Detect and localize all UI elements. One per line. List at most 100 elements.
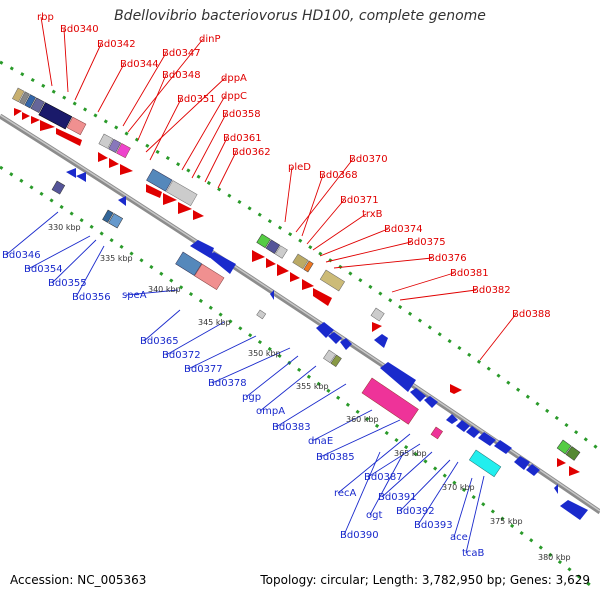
gene-arrow-rev (560, 500, 588, 520)
forward-gene-label-leader (284, 166, 293, 223)
forward-feature-group-5 (370, 307, 462, 394)
reverse-gene-label-leader (51, 239, 97, 284)
accession-label: Accession: NC_005363 (10, 573, 147, 587)
gene-arrow-rev (494, 440, 512, 454)
reverse-gene-label: Bd0365 (140, 336, 179, 347)
reverse-gene-label: Bd0346 (2, 250, 41, 261)
forward-gene-label: pleD (288, 162, 311, 173)
gene-arrow-fwd (120, 164, 133, 175)
gene-arrow-rev (424, 396, 438, 408)
reverse-gene-label-leader (5, 211, 59, 256)
gene-arrow-rev (514, 456, 530, 470)
kbp-scale-label: 350 kbp (248, 349, 281, 358)
forward-gene-label-leader (306, 199, 345, 245)
forward-gene-label-leader (149, 98, 182, 161)
forward-gene-label: Bd0358 (222, 109, 261, 120)
forward-gene-label-leader (333, 257, 433, 269)
reverse-gene-label-leader (143, 309, 181, 342)
gene-arrow-fwd (109, 158, 119, 168)
reverse-gene-label-leader (369, 451, 405, 516)
gene-arrow-fwd (372, 322, 382, 332)
gene-arrow-fwd (98, 152, 108, 162)
forward-gene-label-leader (63, 28, 69, 93)
gene-arrow-rev (328, 332, 342, 344)
gene-arrow-rev (270, 290, 274, 300)
gene-arrow-fwd (14, 108, 22, 116)
forward-gene-label: Bd0381 (450, 268, 489, 279)
gene-arrow-fwd (178, 202, 192, 214)
forward-gene-label-leader (295, 158, 354, 233)
gene-arrow-rev (446, 414, 458, 424)
kbp-scale-label: 335 kbp (100, 254, 133, 263)
forward-gene-label: rbp (37, 12, 54, 23)
reverse-gene-label-leader (27, 235, 91, 270)
gene-arrow-rev (316, 322, 334, 338)
forward-gene-label-leader (391, 272, 455, 293)
forward-gene-label: Bd0351 (177, 94, 216, 105)
forward-gene-label: Bd0362 (232, 147, 271, 158)
gene-arrow-rev (66, 168, 76, 178)
reverse-gene-label: Bd0390 (340, 530, 379, 541)
kbp-scale-label: 365 kbp (394, 449, 427, 458)
kbp-scale-label: 375 kbp (490, 517, 523, 526)
forward-gene-label-leader (122, 52, 167, 127)
forward-gene-label: Bd0388 (512, 309, 551, 320)
forward-gene-label: dinP (199, 34, 221, 45)
forward-gene-label: dppC (221, 91, 247, 102)
reverse-gene-label-leader (417, 461, 459, 526)
forward-gene-label-leader (312, 213, 367, 251)
reverse-gene-label: Bd0354 (24, 264, 63, 275)
forward-gene-label-leader (40, 16, 53, 87)
forward-gene-label: Bd0371 (340, 195, 379, 206)
gene-arrow-rev (410, 388, 426, 402)
forward-gene-label: Bd0368 (319, 170, 358, 181)
reverse-gene-label: Bd0387 (364, 472, 403, 483)
gene-arrow-fwd (290, 272, 300, 282)
reverse-feature-group-1 (51, 168, 126, 229)
reverse-gene-label: Bd0372 (162, 350, 201, 361)
forward-feature-group-1 (12, 87, 87, 146)
forward-gene-label-leader (325, 241, 412, 263)
gene-arrow-fwd (31, 116, 40, 124)
kbp-scale-label: 370 kbp (442, 483, 475, 492)
forward-gene-label-leader (217, 151, 237, 189)
forward-feature-group-6 (556, 439, 581, 476)
forward-feature-group-3 (146, 168, 204, 220)
forward-gene-label-leader (137, 74, 167, 141)
reverse-gene-label: tcaB (462, 548, 485, 559)
reverse-gene-label-leader (319, 419, 401, 458)
forward-gene-label-leader (127, 38, 204, 133)
reverse-gene-label: recA (334, 488, 357, 499)
kbp-scale-label: 330 kbp (48, 223, 81, 232)
reverse-gene-label-leader (311, 409, 373, 442)
forward-gene-label: Bd0361 (223, 133, 262, 144)
reverse-gene-label: ace (450, 532, 468, 543)
reverse-gene-label-leader (381, 451, 433, 498)
gene-arrow-fwd (40, 120, 55, 131)
forward-gene-label: Bd0347 (162, 48, 201, 59)
reverse-gene-label-leader (75, 245, 105, 298)
reverse-gene-label-leader (465, 475, 485, 554)
forward-gene-label-leader (181, 95, 226, 171)
reverse-gene-label-leader (367, 443, 421, 478)
reverse-gene-label-leader (211, 347, 291, 384)
reverse-gene-label-leader (125, 289, 179, 296)
reverse-feature-group-4 (361, 334, 588, 520)
reverse-gene-label-leader (259, 365, 317, 412)
forward-gene-label: Bd0344 (120, 59, 159, 70)
forward-feature-group-4 (252, 233, 346, 306)
forward-gene-label-leader (204, 137, 228, 183)
reverse-gene-label: Bd0391 (378, 492, 417, 503)
reverse-gene-label-leader (187, 335, 257, 370)
forward-gene-label-leader (191, 113, 227, 179)
gene-arrow-rev (118, 196, 126, 206)
gene-arrow-fwd (193, 210, 204, 220)
reverse-gene-label: pgp (242, 392, 261, 403)
forward-gene-label: trxB (362, 209, 383, 220)
reverse-feature-group-3 (316, 322, 352, 368)
reverse-gene-label-leader (165, 321, 225, 356)
forward-gene-label-leader (399, 289, 477, 301)
